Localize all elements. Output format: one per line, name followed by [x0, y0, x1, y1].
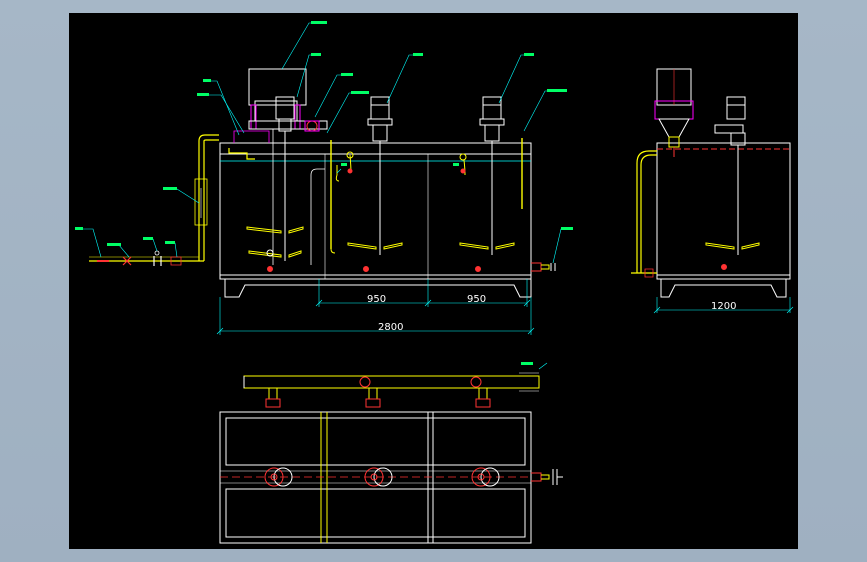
agitator-2 [347, 96, 403, 272]
plan-agitators [264, 467, 500, 487]
callout-tags [75, 21, 573, 246]
front-dimensions [216, 279, 535, 335]
feeder-hopper [248, 68, 307, 106]
tank-body [219, 142, 532, 280]
side-dimensions [653, 297, 794, 314]
motor-icon [482, 96, 502, 120]
tank-base [224, 279, 532, 298]
agitator-3 [459, 96, 515, 272]
motor-icon [726, 96, 746, 120]
motor-icon [275, 96, 295, 120]
drawing-canvas[interactable]: 950 950 2800 1200 [69, 13, 798, 549]
plan-view [219, 372, 563, 544]
agitator-icon [246, 226, 282, 234]
agitator-icon [347, 242, 377, 250]
motor-icon [370, 96, 390, 120]
agitator-1 [246, 96, 304, 272]
plan-callout [521, 362, 548, 370]
valve-icon [531, 262, 542, 272]
plan-tank-outline [219, 411, 532, 544]
dimension-span-right: 950 [467, 294, 486, 305]
dimension-overall-length: 2800 [378, 322, 403, 333]
agitator-icon [459, 242, 489, 250]
side-elevation [631, 68, 791, 298]
inlet-piping [89, 134, 255, 266]
front-elevation [219, 68, 556, 298]
dimension-span-left: 950 [367, 294, 386, 305]
agitator-icon [705, 242, 735, 250]
side-tank-body [656, 142, 791, 280]
cad-drawing: 950 950 2800 1200 [75, 21, 794, 544]
dimension-side-width: 1200 [711, 301, 736, 312]
header-pipe [243, 375, 540, 389]
valve-icon [531, 472, 542, 482]
